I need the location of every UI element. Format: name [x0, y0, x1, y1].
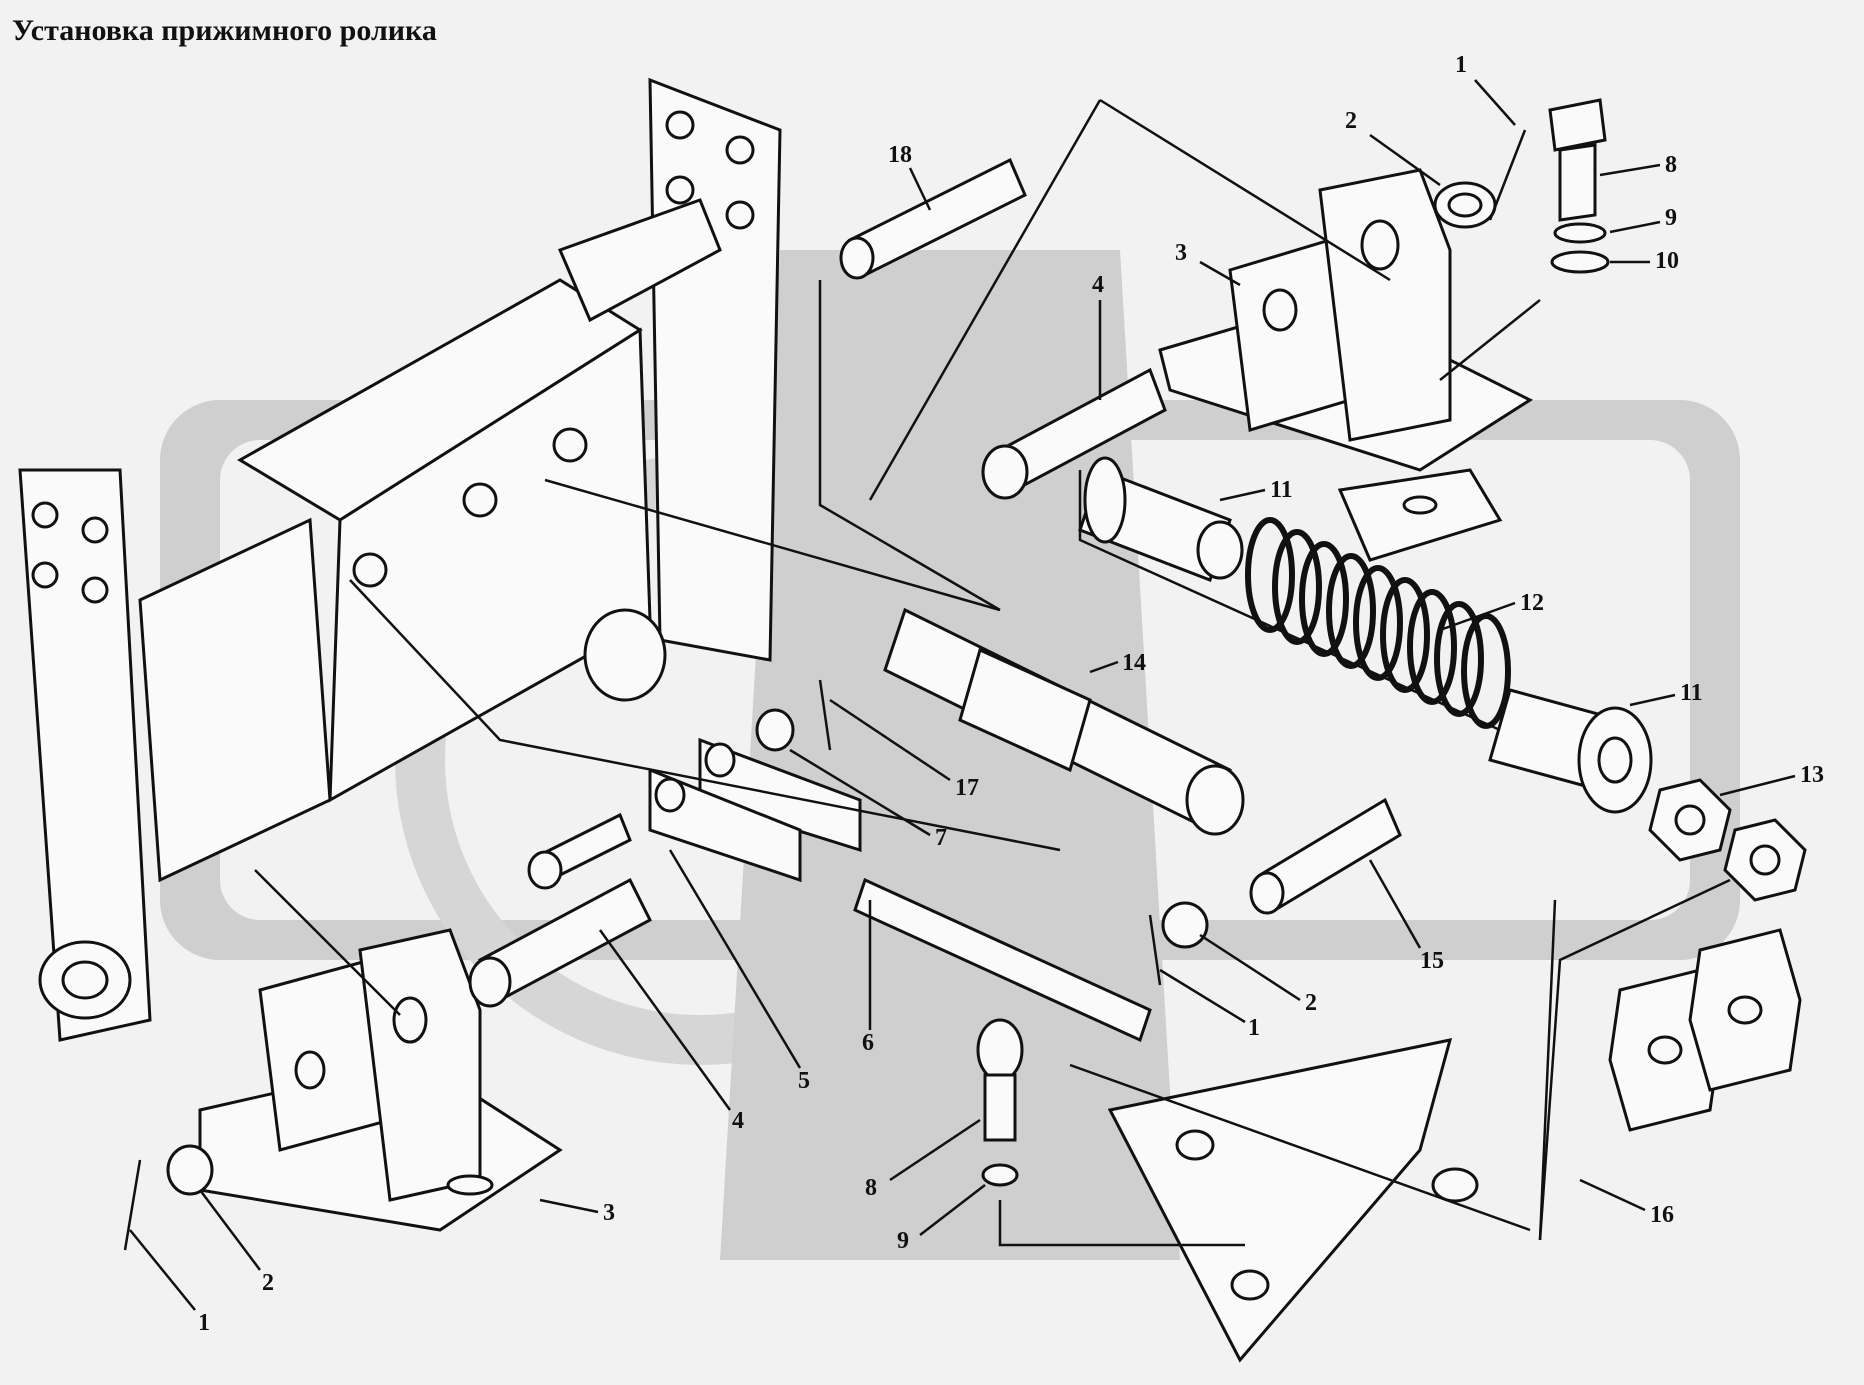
callout-17: 17	[955, 775, 979, 801]
callout-9-a: 9	[1665, 205, 1677, 231]
pin-4-lower	[468, 812, 652, 1008]
threaded-rod	[853, 877, 1152, 1043]
diagram-title: Установка прижимного ролика	[12, 14, 437, 47]
callout-1-a: 1	[1455, 52, 1467, 78]
callout-7: 7	[935, 825, 947, 851]
spring-coil	[1353, 565, 1403, 681]
callout-2-b: 2	[1305, 990, 1317, 1016]
bolt-8-lower	[976, 1018, 1024, 1187]
spring-coil	[1434, 601, 1484, 717]
callout-16: 16	[1650, 1202, 1674, 1228]
callout-3-a: 3	[1175, 240, 1187, 266]
callout-15: 15	[1420, 948, 1444, 974]
callout-9-b: 9	[897, 1228, 909, 1254]
spring-coil	[1272, 529, 1322, 645]
nuts-13	[1648, 778, 1807, 902]
spring-coil	[1299, 541, 1349, 657]
callout-18: 18	[888, 142, 912, 168]
callout-12: 12	[1520, 590, 1544, 616]
main-frame	[18, 77, 782, 1042]
bushing-11-lower	[1488, 688, 1653, 814]
callout-4-a: 4	[1092, 272, 1104, 298]
assembly-lines	[254, 98, 1731, 1247]
pin-4-upper	[981, 367, 1167, 500]
callout-2-a: 2	[1345, 108, 1357, 134]
callout-10: 10	[1655, 248, 1679, 274]
callout-4-b: 4	[732, 1108, 744, 1134]
shaft-sleeve	[883, 607, 1245, 836]
callout-3-b: 3	[603, 1200, 615, 1226]
bolt-8-upper	[1548, 98, 1610, 274]
bushing-11-upper	[1078, 456, 1244, 582]
callout-11-a: 11	[1270, 477, 1293, 503]
callout-13: 13	[1800, 762, 1824, 788]
washers-cotter-pins	[123, 129, 1527, 1251]
callout-5: 5	[798, 1068, 810, 1094]
bracket-lower	[198, 928, 563, 1232]
spring-coil	[1326, 553, 1376, 669]
clevis-fork	[648, 737, 862, 883]
pin-15	[1249, 797, 1402, 915]
callout-2-c: 2	[262, 1270, 274, 1296]
spring-coil	[1461, 613, 1511, 729]
callout-14: 14	[1122, 650, 1146, 676]
callout-11-b: 11	[1680, 680, 1703, 706]
callout-labels: 1 2 8 9 10 3 18 4 11 12 11 13 14	[129, 52, 1824, 1336]
callout-1-c: 1	[198, 1310, 210, 1336]
pin-18	[839, 157, 1027, 280]
callout-6: 6	[862, 1030, 874, 1056]
spring-coil	[1245, 517, 1295, 633]
spring-coil	[1380, 577, 1430, 693]
callout-8-a: 8	[1665, 152, 1677, 178]
spring-coil	[1407, 589, 1457, 705]
callout-1-b: 1	[1248, 1015, 1260, 1041]
spring-12	[1245, 517, 1511, 729]
callout-8-b: 8	[865, 1175, 877, 1201]
plate-16	[1107, 928, 1802, 1363]
bracket-upper	[1158, 168, 1534, 562]
